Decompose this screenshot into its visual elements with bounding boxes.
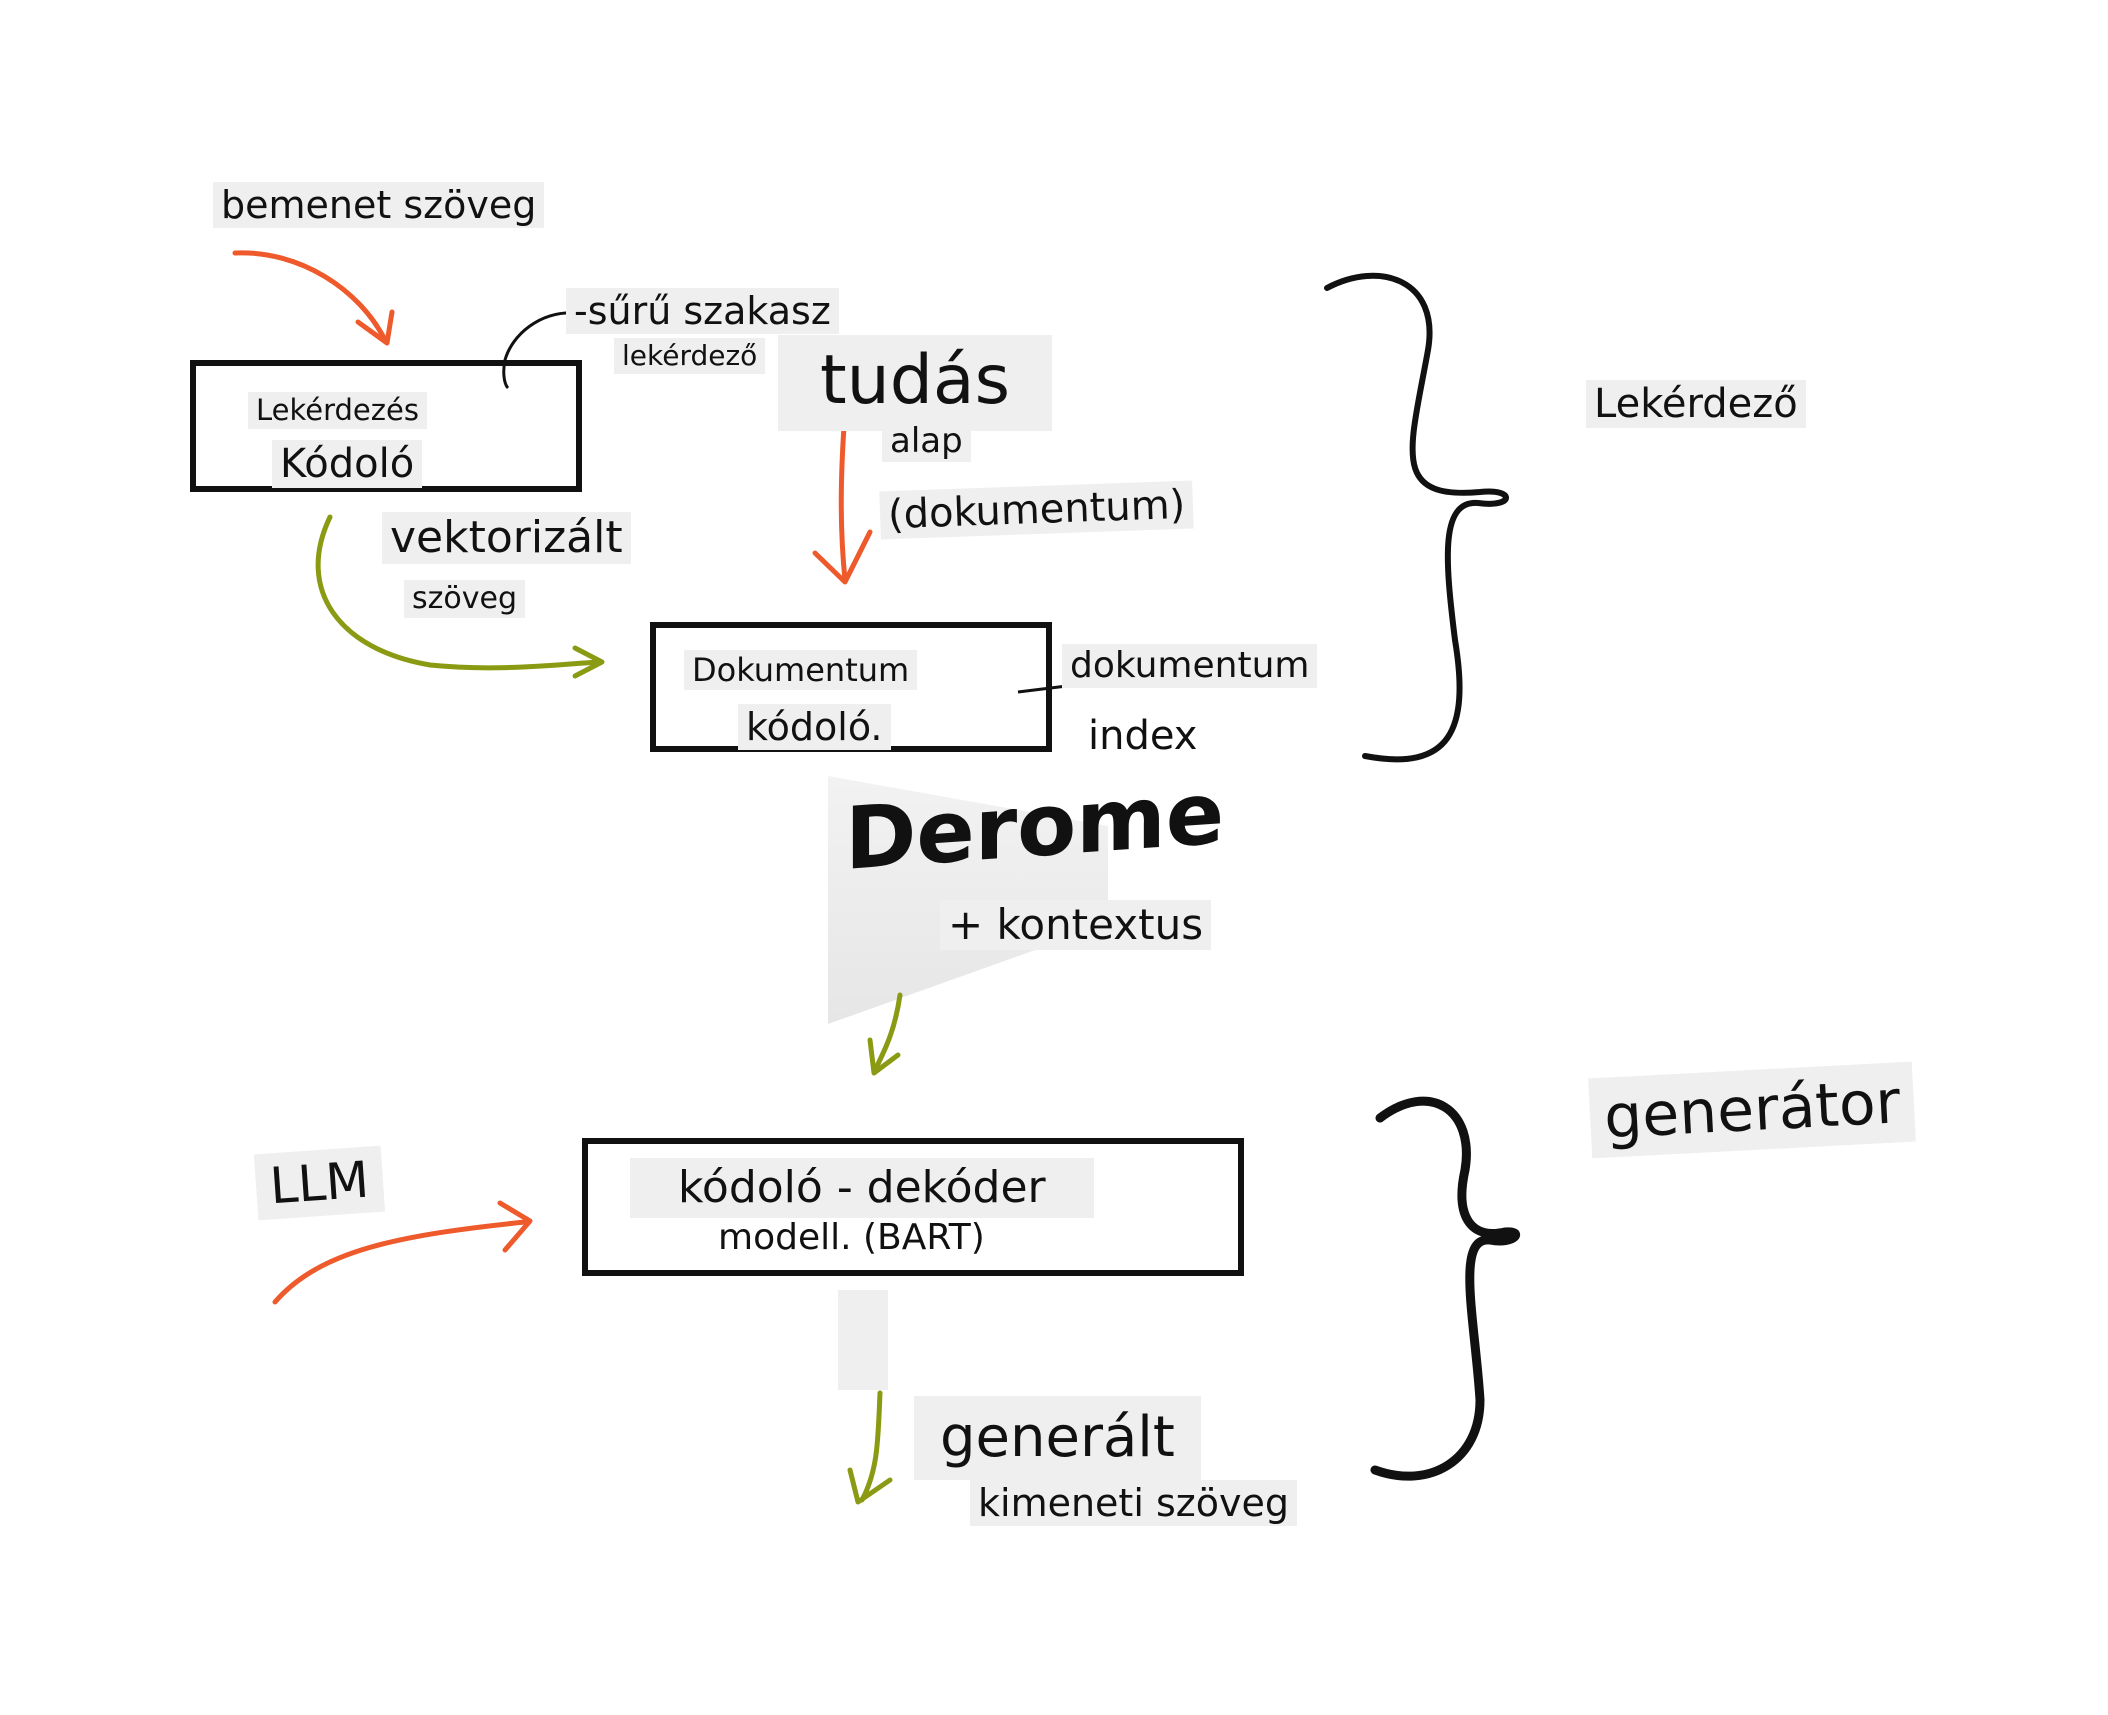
llm-arrow <box>272 1219 528 1305</box>
output-arrow-head <box>847 1467 893 1505</box>
llm-arrow-head <box>497 1200 533 1253</box>
llm-label: LLM <box>253 1145 386 1221</box>
retriever-group-label: Lekérdező <box>1586 380 1806 428</box>
knowledge-arrow-head <box>812 529 873 585</box>
query-encoder-box <box>190 360 582 492</box>
warped-text-glyphs: Derome <box>845 763 1224 889</box>
vector-arrow-head <box>572 645 605 679</box>
generator-brace <box>1370 1096 1521 1481</box>
generator-group-label: generátor <box>1588 1061 1917 1159</box>
vectorized-label: vektorizált <box>382 512 631 564</box>
output-arrow <box>859 1390 883 1503</box>
vector-arrow <box>315 514 603 671</box>
document-index-label-1: dokumentum <box>1062 644 1318 688</box>
retriever-connector <box>502 311 579 390</box>
generated-label-2: kimeneti szöveg <box>970 1480 1297 1526</box>
document-encoder-label: kódoló. <box>738 704 891 750</box>
input-arrow <box>232 250 388 343</box>
document-index-label-2: index <box>1088 713 1198 759</box>
query-label: Lekérdezés <box>248 392 427 429</box>
context-arrow-head <box>867 1037 901 1076</box>
retriever-brace <box>1324 272 1509 763</box>
encoder-decoder-label-2: modell. (BART) <box>718 1217 985 1258</box>
encoder-decoder-box <box>582 1138 1244 1276</box>
knowledge-label: tudás <box>778 335 1053 431</box>
document-label: Dokumentum <box>684 650 918 690</box>
context-arrow <box>872 992 903 1073</box>
input-text-label: bemenet szöveg <box>213 182 545 228</box>
knowledge-base-label: alap <box>882 420 971 462</box>
generated-label-1: generált <box>914 1396 1201 1480</box>
vectorized-text-label: szöveg <box>404 580 525 618</box>
dense-passage-label: -sűrű szakasz <box>566 288 839 334</box>
grey-separator-block <box>838 1290 888 1390</box>
knowledge-arrow <box>838 409 848 583</box>
context-label: + kontextus <box>940 900 1212 950</box>
encoder-decoder-label-1: kódoló - dekóder <box>630 1158 1094 1218</box>
dense-retriever-label: lekérdező <box>614 338 766 374</box>
query-encoder-label: Kódoló <box>272 440 423 488</box>
input-arrow-head <box>355 309 395 346</box>
